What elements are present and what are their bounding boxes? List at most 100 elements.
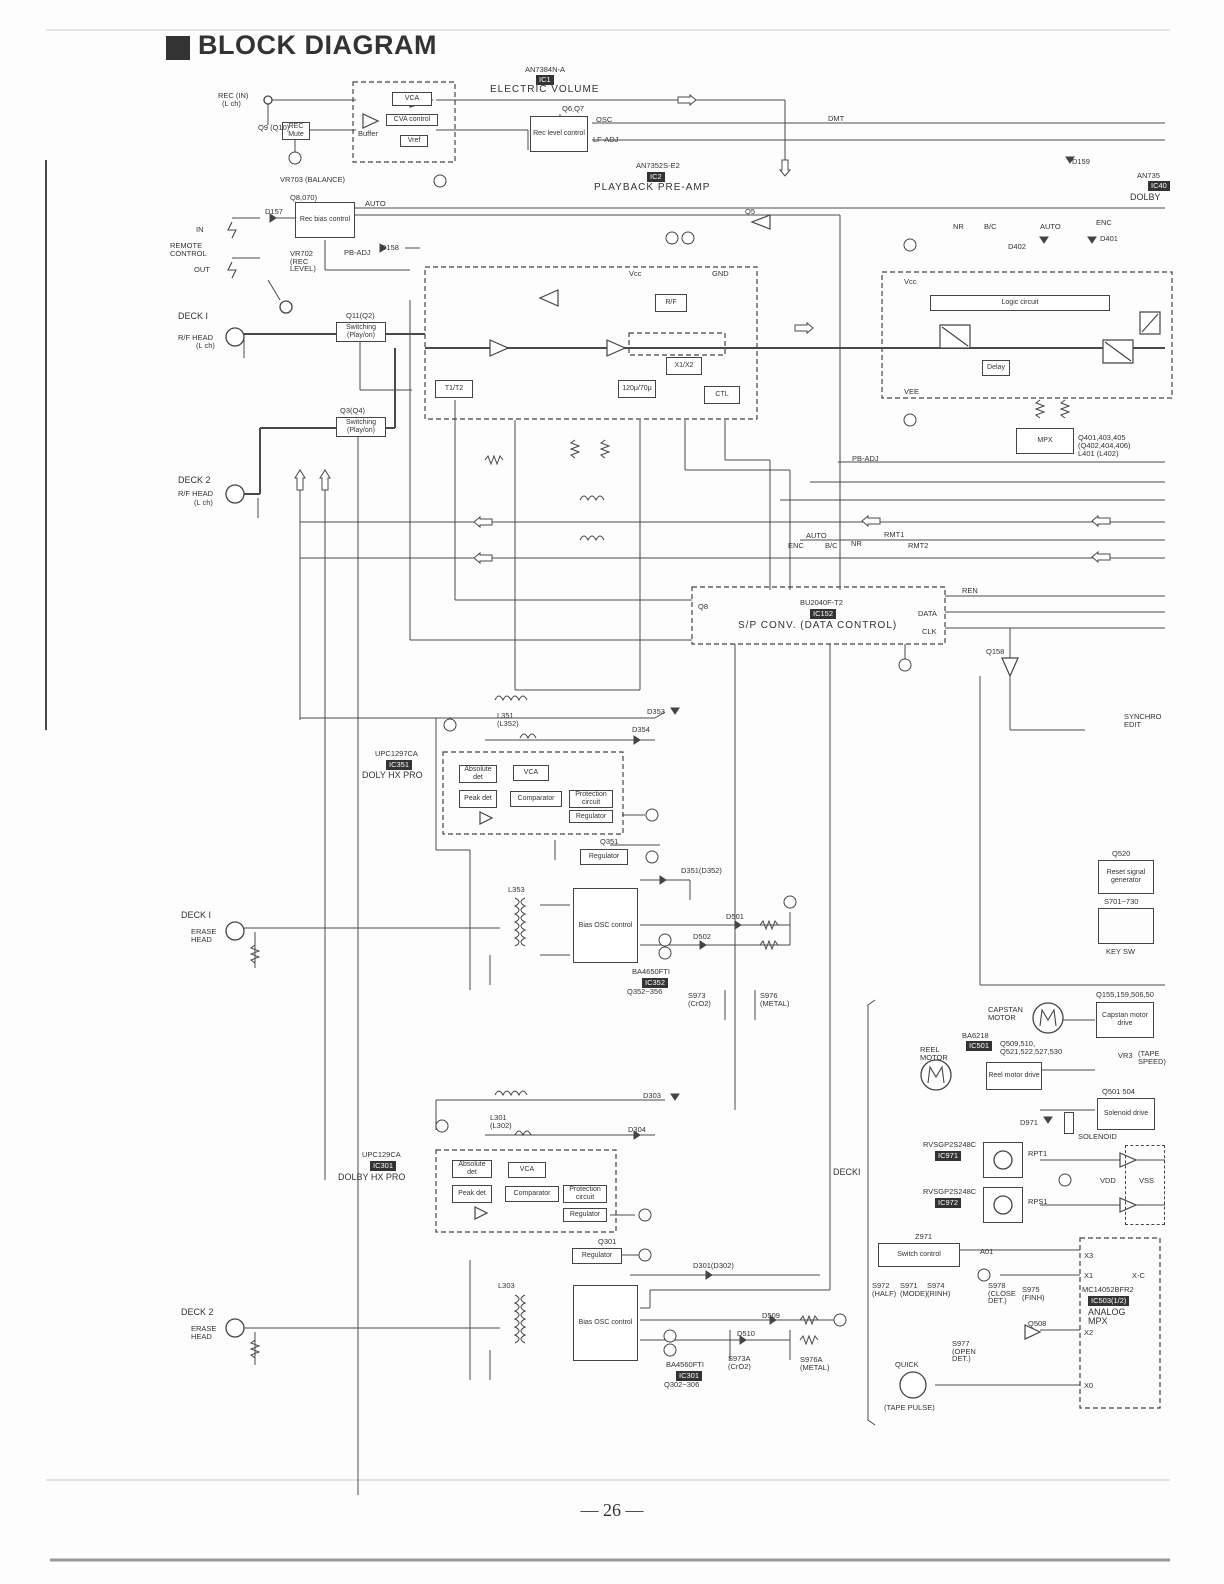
logic-circuit-block: Logic circuit (930, 295, 1110, 311)
key-switch-block (1098, 908, 1154, 944)
capstan-motor-label: CAPSTAN MOTOR (988, 1005, 1023, 1022)
schmitt-ic-outline (1125, 1145, 1165, 1225)
s973-label: S973 (CrO2) (688, 991, 711, 1008)
q508-label: Q508 (1028, 1319, 1047, 1328)
comparator-block-2: Comparator (505, 1186, 559, 1202)
d509-label: D509 (762, 1311, 780, 1320)
remote-control-label: REMOTE CONTROL (170, 241, 207, 258)
rec-bias-control-block: Rec bias control (295, 202, 355, 238)
deck2-label: DECK 2 (178, 475, 211, 485)
reset-generator-block: Reset signal generator (1098, 860, 1154, 894)
pb-adj2-label: PB-ADJ (852, 454, 879, 463)
title-square-icon (166, 36, 190, 60)
rmt1-label: RMT1 (884, 530, 905, 539)
d354-label: D354 (632, 725, 650, 734)
ic972-part: RVSGP2S248C (923, 1187, 977, 1196)
tape-pulse-label: (TAPE PULSE) (884, 1403, 935, 1412)
z971-label: Z971 (915, 1232, 933, 1241)
ic352-note: Q352~356 (627, 987, 663, 996)
rmt2-label: RMT2 (908, 541, 929, 550)
q155-label: Q155,159,506,50 (1096, 990, 1154, 999)
ic301-ref: IC301 (370, 1161, 397, 1171)
peak-det-block-2: Peak det (452, 1185, 492, 1203)
erase-head-1-label: ERASE HEAD (191, 927, 217, 944)
vr702-label: VR702 (REC LEVEL) (290, 249, 316, 273)
auto-label: AUTO (365, 199, 386, 208)
l301-label: L301 (L302) (490, 1113, 512, 1130)
rps1-label: RPS1 (1028, 1197, 1048, 1206)
dmt-label: DMT (828, 114, 845, 123)
ctl-block: CTL (704, 386, 740, 404)
q520-label: Q520 (1112, 849, 1131, 858)
switching-block-1: Switching (Play/on) (336, 322, 386, 342)
q401-label: Q401,403,405 (Q402,404,406) (1078, 433, 1131, 450)
q9-label: Q9 (Q10) (258, 123, 290, 132)
ic971-part: RVSGP2S248C (923, 1140, 977, 1149)
vr703-label: VR703 (BALANCE) (280, 175, 346, 184)
ic972-ref: IC972 (935, 1198, 962, 1208)
d401-label: D401 (1100, 234, 1118, 243)
l351-label: L351 (L352) (497, 711, 519, 728)
ic352-part: BA4650FTI (632, 967, 670, 976)
ic503-name: ANALOG MPX (1088, 1307, 1126, 1326)
q501-label: Q501 504 (1102, 1087, 1135, 1096)
ic351-name: DOLY HX PRO (362, 770, 423, 780)
decki-label: DECKI (833, 1167, 861, 1177)
switching-block-2: Switching (Play/on) (336, 417, 386, 437)
x2-label: X2 (1084, 1328, 1094, 1337)
deck2-lch-label: (L ch) (194, 498, 213, 507)
deck1-erase-label: DECK I (181, 910, 212, 920)
q8-label: Q8 (698, 602, 709, 611)
vr3-label: VR3 (1118, 1051, 1133, 1060)
d303-label: D303 (643, 1091, 661, 1100)
protection-block-1: Protection circuit (569, 790, 613, 808)
vca-block: VCA (392, 92, 432, 106)
ic301-part: UPC129CA (362, 1150, 401, 1159)
q509-label: Q509,510, Q521,522,527,530 (1000, 1039, 1063, 1056)
gnd-pin-label: GND (712, 269, 729, 278)
solenoid-coil (1064, 1112, 1074, 1134)
s975-label: S975 (FINH) (1022, 1285, 1045, 1302)
bc2-label: B/C (825, 541, 838, 550)
data-label: DATA (918, 609, 937, 618)
q6q7-label: Q6,Q7 (562, 104, 585, 113)
d501-label: D501 (726, 912, 744, 921)
photo-sensor-2 (983, 1187, 1023, 1223)
deck1-label: DECK I (178, 311, 209, 321)
comparator-block-1: Comparator (510, 791, 562, 807)
regulator-block-1: Regulator (569, 810, 613, 823)
rec-in-label: REC (IN) (218, 91, 249, 100)
osc-label: OSC (596, 115, 613, 124)
absolute-det-block-1: Absolute det (459, 765, 497, 783)
d159-label: D159 (1072, 157, 1090, 166)
ic501-part: BA6218 (962, 1031, 989, 1040)
s971-label: S971 (MODE) (900, 1281, 928, 1298)
q158-label: Q158 (986, 647, 1005, 656)
ic501-ref: IC501 (966, 1041, 993, 1051)
nr-label: NR (953, 222, 964, 231)
s976a-label: S976A (METAL) (800, 1355, 830, 1372)
ren-label: REN (962, 586, 978, 595)
tape-speed-label: (TAPE SPEED) (1138, 1049, 1166, 1066)
vca-hx-block-1: VCA (513, 765, 549, 781)
buffer-label: Buffer (358, 129, 378, 138)
d301-label: D301(D302) (693, 1261, 734, 1270)
switch-control-block: Switch control (878, 1243, 960, 1267)
ic351-part: UPC1297CA (375, 749, 418, 758)
vref-block: Vref (400, 135, 428, 147)
clk-label: CLK (922, 627, 937, 636)
ic401-ref: IC40 (1148, 181, 1170, 191)
q301-label: Q301 (598, 1237, 617, 1246)
protection-block-2: Protection circuit (563, 1185, 607, 1203)
ic1-ref: IC1 (536, 75, 554, 85)
pb-adj-label: PB-ADJ (344, 248, 371, 257)
d351-label: D351(D352) (681, 866, 722, 875)
q351-label: Q351 (600, 837, 619, 846)
d971-label: D971 (1020, 1118, 1038, 1127)
rec-level-control-block: Rec level control (530, 116, 588, 152)
ic1-name: ELECTRIC VOLUME (490, 84, 600, 95)
ic503-ref: IC503(1/2) (1088, 1296, 1130, 1306)
ic352-ref: IC352 (642, 978, 669, 988)
deck2-rf-head-label: R/F HEAD (178, 489, 214, 498)
vca-hx-block-2: VCA (508, 1162, 546, 1178)
